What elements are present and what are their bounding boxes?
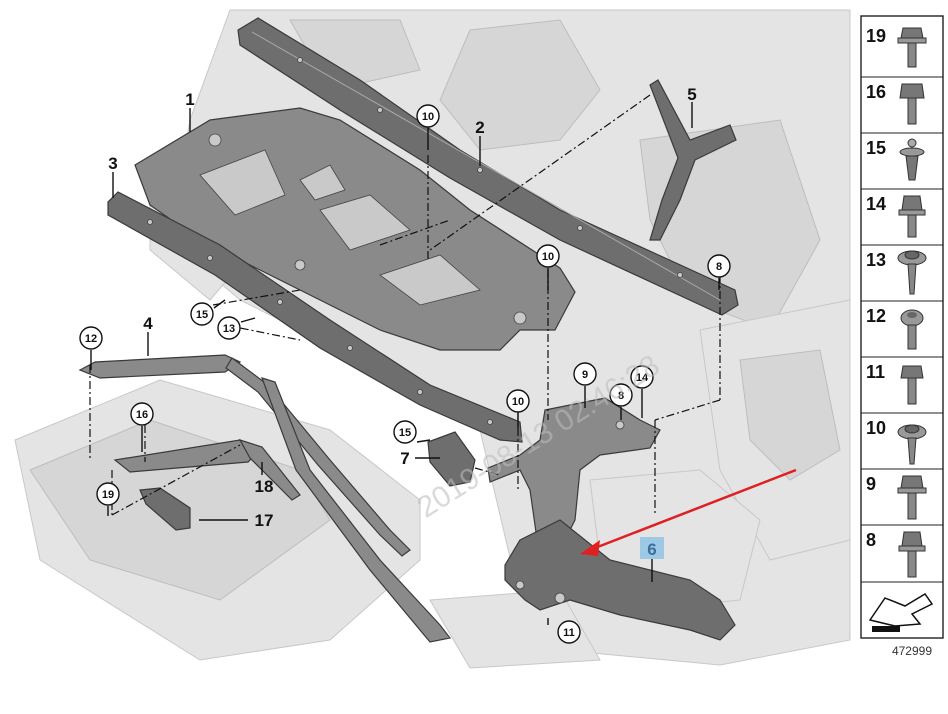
fastener-label-16: 16: [136, 409, 148, 421]
fastener-callout-9: 9: [573, 362, 597, 386]
fastener-callout-15a: 15: [393, 420, 417, 444]
fastener-label-19: 19: [102, 489, 114, 501]
upper-crossmember-part-2: [237, 17, 739, 316]
cover-panel-part-1: [134, 107, 576, 351]
fastener-callout-13: 13: [217, 316, 241, 340]
fastener-label-8b: 8: [618, 390, 624, 402]
fastener-label-15a: 15: [399, 427, 411, 439]
lower-brace-part-18: [113, 438, 301, 501]
legend-label-9: 9: [866, 474, 876, 494]
part-label-7: 7: [400, 449, 409, 468]
legend-label-14: 14: [866, 194, 886, 214]
fastener-label-10a: 10: [422, 111, 434, 123]
collar-bolt-icon: [898, 195, 926, 238]
washer-screw-icon: [897, 250, 927, 295]
expanding-rivet-icon: [899, 138, 925, 181]
y-bracket-part-5: [649, 79, 737, 241]
small-bracket-part-7: [427, 431, 476, 487]
hex-bolt-icon: [900, 365, 924, 405]
pan-head-screw-icon: [900, 309, 924, 350]
part-label-3: 3: [108, 154, 117, 173]
legend-label-15: 15: [866, 138, 886, 158]
flange-bolt-icon: [897, 475, 927, 520]
legend-label-11: 11: [866, 362, 885, 382]
washer-screw-icon: [897, 424, 927, 465]
fastener-callout-14: 14: [630, 365, 654, 389]
fastener-label-10c: 10: [512, 396, 524, 408]
fastener-label-12: 12: [85, 333, 97, 345]
fastener-callouts: 10 10 10 8 9 8 14 15 13 15 12 16 19 11: [79, 104, 731, 644]
fastener-label-9: 9: [582, 369, 588, 381]
part-label-4: 4: [143, 314, 153, 333]
fastener-label-14: 14: [636, 372, 649, 384]
part-labels: 1 2 3 4 5 6 7 17 18: [108, 85, 697, 582]
lower-crossmember-part-3: [107, 191, 523, 443]
legend-label-12: 12: [866, 306, 886, 326]
fastener-label-8a: 8: [716, 261, 722, 273]
fastener-label-13: 13: [223, 323, 235, 335]
legend-label-19: 19: [866, 26, 886, 46]
strut-part-4: [78, 354, 452, 643]
part-label-18: 18: [255, 477, 274, 496]
flange-bolt-icon: [897, 27, 927, 68]
reference-number: 472999: [892, 644, 932, 658]
collar-bolt-icon: [898, 531, 926, 578]
legend-label-16: 16: [866, 82, 886, 102]
legend-label-13: 13: [866, 250, 886, 270]
fastener-callout-19: 19: [96, 482, 120, 506]
fastener-callout-12: 12: [79, 326, 103, 350]
fastener-callout-8a: 8: [707, 254, 731, 278]
fastener-callout-8b: 8: [609, 383, 633, 407]
mount-assembly-part-6: [487, 397, 736, 641]
fastener-label-10b: 10: [542, 251, 554, 263]
legend-label-8: 8: [866, 530, 876, 550]
fastener-callout-10b: 10: [536, 244, 560, 268]
part-6-highlight: [640, 537, 664, 559]
part-label-5: 5: [687, 85, 696, 104]
hex-bolt-icon: [899, 83, 925, 125]
part-label-17: 17: [255, 511, 274, 530]
fastener-callout-16: 16: [130, 402, 154, 426]
fastener-callout-11: 11: [557, 620, 581, 644]
legend-label-10: 10: [866, 418, 886, 438]
fastener-callout-15b: 15: [190, 302, 214, 326]
part-label-6: 6: [647, 540, 656, 559]
fastener-callout-10a: 10: [416, 104, 440, 128]
view-direction-arrow-icon: [868, 592, 934, 632]
part-label-2: 2: [475, 118, 484, 137]
part-label-1: 1: [185, 90, 194, 109]
fastener-callout-10c: 10: [506, 389, 530, 413]
fastener-label-15b: 15: [196, 309, 208, 321]
fastener-label-11: 11: [563, 627, 575, 639]
fastener-legend: 19 16 15 14 13: [860, 15, 944, 639]
small-bracket-part-17: [139, 487, 191, 531]
red-pointer-arrow: [580, 468, 797, 556]
